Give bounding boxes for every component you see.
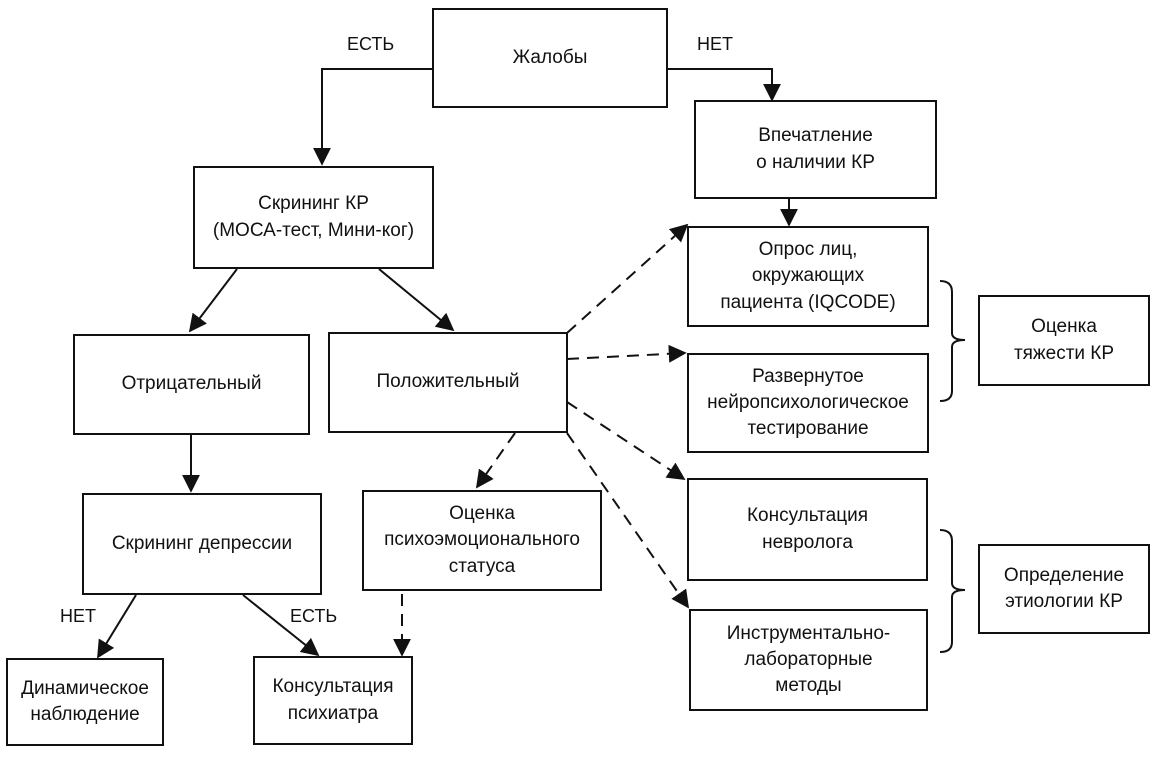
brace-severity <box>939 280 966 402</box>
node-neurologist: Консультация невролога <box>687 478 928 581</box>
label-complaints-yes: ЕСТЬ <box>347 34 395 54</box>
node-severity: Оценка тяжести КР <box>978 295 1150 386</box>
edge-positive-to-survey <box>566 223 689 334</box>
edge-positive-to-instrumental <box>566 432 690 609</box>
node-psychiatrist: Консультация психиатра <box>253 656 413 745</box>
edge-complaints-to-impression <box>667 68 781 102</box>
node-dynamic: Динамическое наблюдение <box>6 658 164 746</box>
edge-positive-to-neuropsych <box>566 344 687 363</box>
node-impression: Впечатление о наличии КР <box>694 100 937 199</box>
edge-depression-to-psychiatrist <box>242 594 320 657</box>
edge-screening-to-positive <box>378 268 455 332</box>
edge-screening-to-negative <box>188 268 238 333</box>
edge-depression-to-dynamic <box>97 594 137 659</box>
node-survey: Опрос лиц, окружающих пациента (IQCODE) <box>687 226 929 327</box>
node-instrumental: Инструментально- лабораторные методы <box>689 609 928 711</box>
node-psychoemotional: Оценка психоэмоционального статуса <box>362 490 602 591</box>
node-neuropsych: Развернутое нейропсихологическое тестиро… <box>687 353 929 453</box>
node-etiology: Определение этиологии КР <box>978 544 1150 634</box>
label-complaints-no: НЕТ <box>697 34 733 54</box>
node-negative: Отрицательный <box>73 334 310 435</box>
edge-positive-to-neurologist <box>566 401 686 480</box>
label-depression-no: НЕТ <box>60 606 96 626</box>
node-complaints: Жалобы <box>432 8 668 108</box>
node-depression: Скрининг депрессии <box>82 493 322 595</box>
edge-positive-to-psychoemotional <box>475 432 516 489</box>
node-positive: Положительный <box>328 332 568 433</box>
edge-complaints-to-screening <box>313 68 432 166</box>
label-depression-yes: ЕСТЬ <box>290 606 338 626</box>
node-screening: Скрининг КР (МОСА-тест, Мини-ког) <box>193 166 434 269</box>
brace-etiology <box>939 529 966 653</box>
